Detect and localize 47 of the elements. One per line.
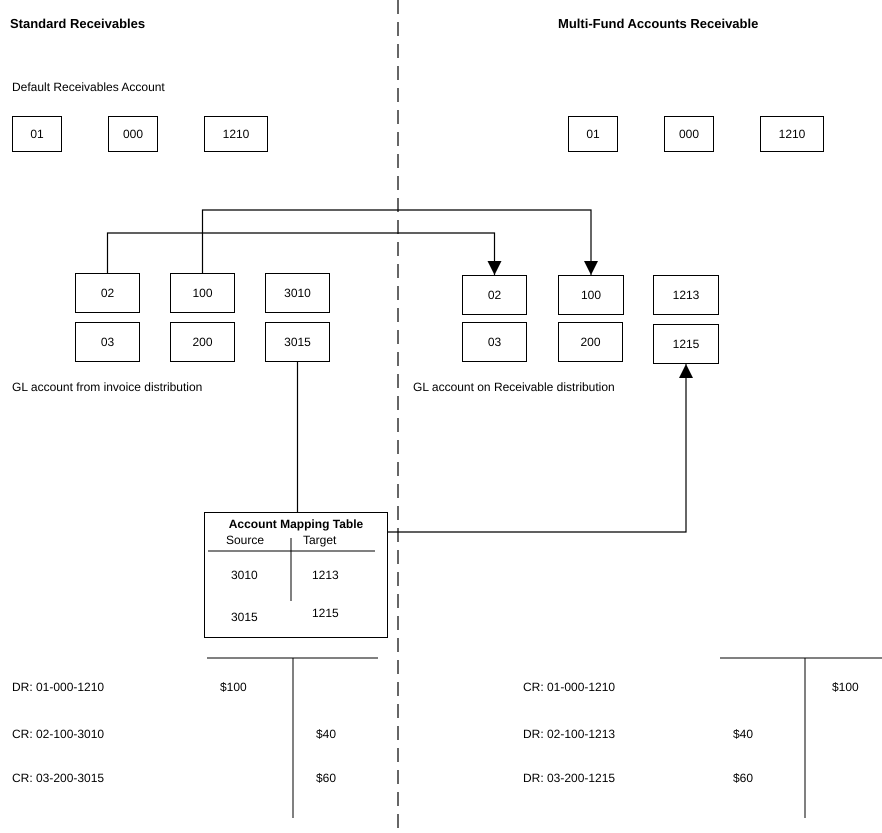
entry-text: DR: 03-200-1215 <box>523 771 616 785</box>
account-segment-box: 200 <box>170 322 235 362</box>
table-cell: 1213 <box>312 568 339 582</box>
caption-text: GL account from invoice distribution <box>12 380 202 394</box>
mapping-table <box>204 512 388 638</box>
account-segment-box: 000 <box>664 116 714 152</box>
table-cell: 1215 <box>312 606 339 620</box>
account-segment-box: 02 <box>462 275 527 315</box>
account-segment-box: 1210 <box>760 116 824 152</box>
column-header: Source <box>226 533 264 547</box>
account-segment-box: 100 <box>558 275 624 315</box>
entry-text: CR: 02-100-3010 <box>12 727 104 741</box>
table-title: Account Mapping Table <box>228 517 364 531</box>
column-header: Target <box>303 533 336 547</box>
account-segment-box: 3015 <box>265 322 330 362</box>
section-heading: Multi-Fund Accounts Receivable <box>558 16 758 31</box>
account-segment-box: 000 <box>108 116 158 152</box>
account-segment-box: 1213 <box>653 275 719 315</box>
account-segment-box: 1210 <box>204 116 268 152</box>
entry-text: CR: 03-200-3015 <box>12 771 104 785</box>
caption-text: Default Receivables Account <box>12 80 165 94</box>
entry-text: DR: 02-100-1213 <box>523 727 616 741</box>
amount-text: $60 <box>316 771 336 785</box>
account-segment-box: 100 <box>170 273 235 313</box>
section-heading: Standard Receivables <box>10 16 146 31</box>
account-segment-box: 3010 <box>265 273 330 313</box>
amount-text: $60 <box>733 771 754 785</box>
arrow <box>388 364 693 533</box>
account-segment-box: 200 <box>558 322 623 362</box>
account-segment-box: 1215 <box>653 324 719 364</box>
entry-text: CR: 01-000-1210 <box>523 680 616 694</box>
account-segment-box: 02 <box>75 273 140 313</box>
amount-text: $100 <box>220 680 247 694</box>
account-segment-box: 01 <box>568 116 618 152</box>
arrow <box>106 232 502 275</box>
account-segment-box: 03 <box>75 322 140 362</box>
account-segment-box: 03 <box>462 322 527 362</box>
amount-text: $100 <box>832 680 859 694</box>
table-cell: 3010 <box>231 568 258 582</box>
table-cell: 3015 <box>231 610 258 624</box>
amount-text: $40 <box>733 727 754 741</box>
amount-text: $40 <box>316 727 336 741</box>
account-segment-box: 01 <box>12 116 62 152</box>
caption-text: GL account on Receivable distribution <box>413 380 615 394</box>
connector-line <box>296 362 298 512</box>
entry-text: DR: 01-000-1210 <box>12 680 104 694</box>
arrow <box>202 209 598 275</box>
